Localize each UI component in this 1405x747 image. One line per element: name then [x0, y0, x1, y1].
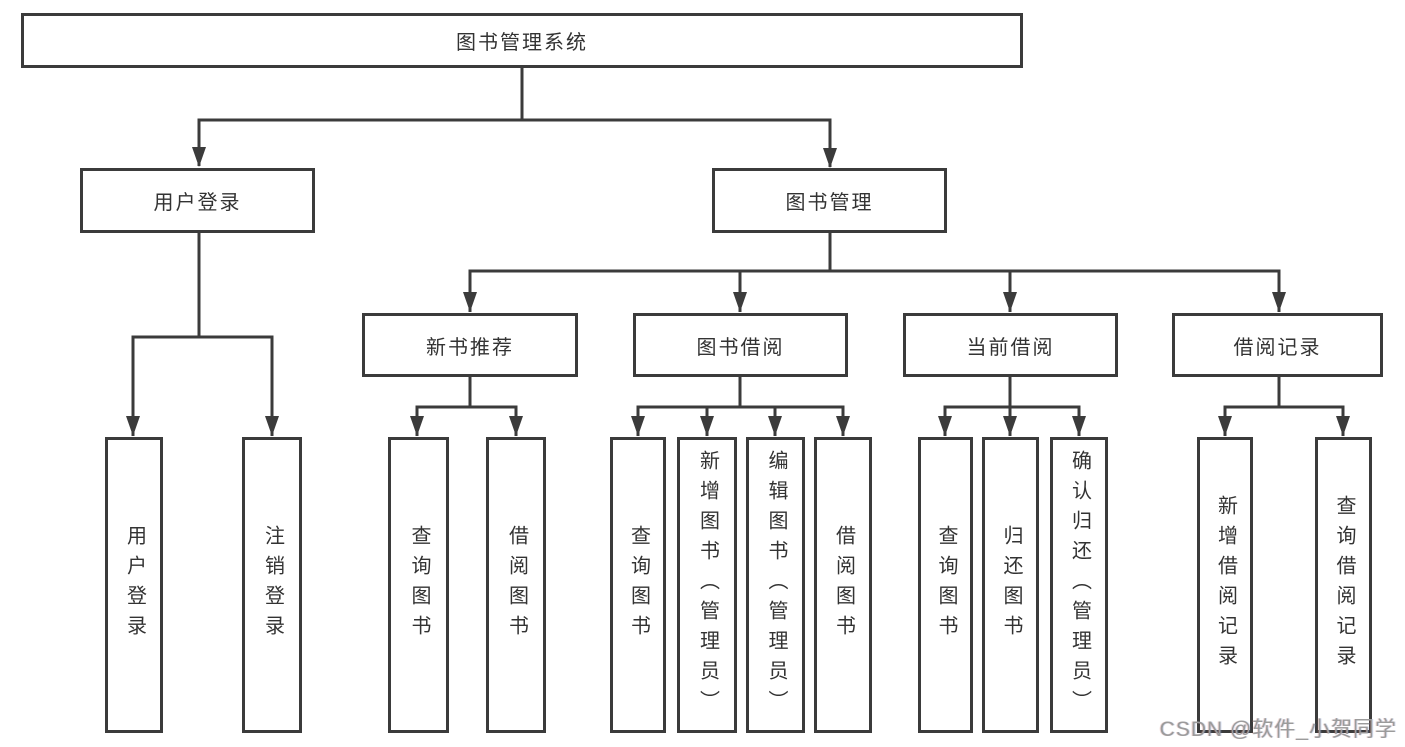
connector-root-to-level2 — [192, 68, 837, 168]
leaf-return-books: 归还图书 — [982, 437, 1039, 733]
node-label: 用户登录 — [123, 525, 146, 645]
node-label: 编辑图书（管理员） — [765, 450, 787, 720]
connector-mgmt-to-level3 — [463, 233, 1286, 312]
leaf-add-borrow-record: 新增借阅记录 — [1197, 437, 1253, 733]
node-label: 注销登录 — [261, 525, 284, 645]
node-label: 归还图书 — [1000, 525, 1022, 645]
node-book-borrow: 图书借阅 — [633, 313, 848, 377]
leaf-borrow-books-borrow: 借阅图书 — [814, 437, 872, 733]
node-label: 借阅图书 — [505, 525, 528, 645]
connector-records-to-leaves — [1218, 377, 1350, 436]
leaf-edit-books-admin: 编辑图书（管理员） — [746, 437, 805, 733]
node-borrow-records: 借阅记录 — [1172, 313, 1383, 377]
node-root-system: 图书管理系统 — [21, 13, 1023, 68]
node-label: 新增借阅记录 — [1214, 495, 1237, 675]
leaf-borrow-books-newbook: 借阅图书 — [486, 437, 546, 733]
leaf-user-login: 用户登录 — [105, 437, 163, 733]
connector-current-to-leaves — [938, 377, 1086, 436]
node-label: 确认归还（管理员） — [1068, 450, 1091, 720]
node-label: 查询图书 — [627, 525, 650, 645]
node-book-management: 图书管理 — [712, 168, 947, 233]
node-current-borrow: 当前借阅 — [903, 313, 1118, 377]
connector-login-to-leaves — [126, 233, 279, 436]
leaf-query-books-borrow: 查询图书 — [610, 437, 666, 733]
leaf-confirm-return-admin: 确认归还（管理员） — [1050, 437, 1108, 733]
csdn-watermark: CSDN @软件_小贺同学 — [1159, 718, 1397, 741]
node-label: 新增图书（管理员） — [696, 450, 719, 720]
node-user-login: 用户登录 — [80, 168, 315, 233]
node-label: 查询图书 — [935, 525, 957, 645]
leaf-query-books-current: 查询图书 — [918, 437, 973, 733]
node-label: 借阅图书 — [832, 525, 855, 645]
connector-newbook-to-leaves — [410, 377, 523, 436]
leaf-add-books-admin: 新增图书（管理员） — [677, 437, 737, 733]
node-label: 查询借阅记录 — [1333, 495, 1355, 675]
node-label: 查询图书 — [408, 525, 430, 645]
leaf-query-books-newbook: 查询图书 — [388, 437, 449, 733]
leaf-query-borrow-record: 查询借阅记录 — [1315, 437, 1372, 733]
leaf-logout-login: 注销登录 — [242, 437, 302, 733]
connector-borrow-to-leaves — [631, 377, 850, 436]
node-new-book-recommend: 新书推荐 — [362, 313, 578, 377]
